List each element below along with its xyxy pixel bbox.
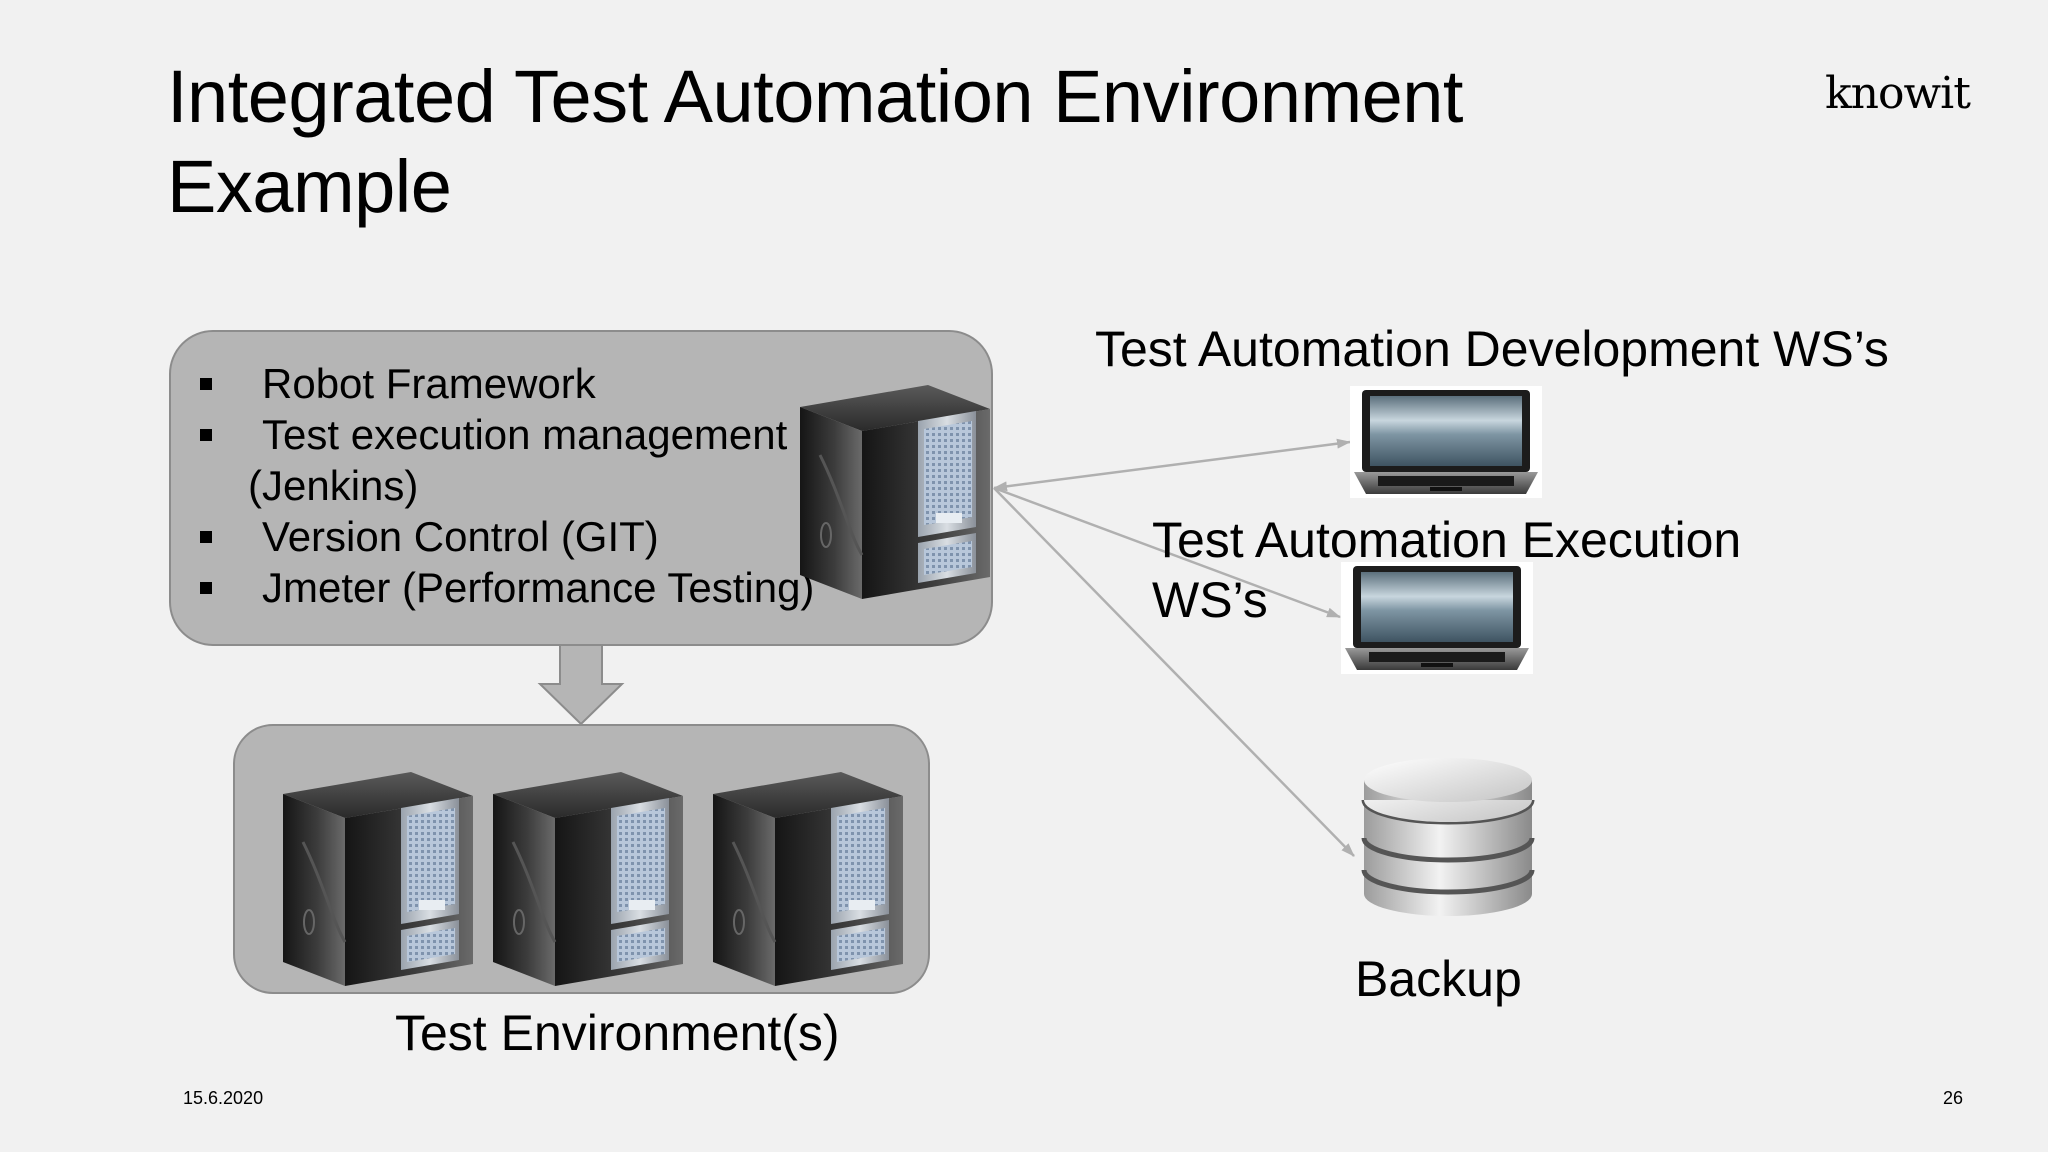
slide-date: 15.6.2020 — [183, 1088, 264, 1108]
slide-title-line1: Integrated Test Automation Environment — [167, 55, 1463, 138]
server-tower-icon — [798, 383, 992, 601]
backup-label: Backup — [1355, 951, 1522, 1007]
bullet-item: Version Control (GIT) — [200, 511, 814, 562]
server-tower-icon — [491, 770, 685, 988]
bullet-item: Robot Framework — [200, 358, 814, 409]
slide-title: Integrated Test Automation Environment E… — [167, 52, 1667, 232]
connector-lines — [993, 438, 1355, 857]
bullet-continuation: (Jenkins) — [248, 462, 419, 509]
test-environment-label: Test Environment(s) — [395, 1005, 840, 1061]
dev-ws-label: Test Automation Development WS’s — [1095, 321, 1889, 377]
down-arrow-icon — [537, 644, 625, 726]
bullet-item: Jmeter (Performance Testing) — [200, 562, 814, 613]
laptop-icon — [1350, 386, 1542, 498]
bullet-text: Robot Framework — [262, 360, 596, 407]
exec-ws-label: Test Automation Execution WS’s — [1152, 510, 1741, 630]
database-icon — [1361, 758, 1535, 916]
exec-ws-label-line2: WS’s — [1152, 572, 1268, 628]
bullet-text: Jmeter (Performance Testing) — [262, 564, 815, 611]
server-tower-icon — [711, 770, 905, 988]
server-tower-icon — [281, 770, 475, 988]
exec-ws-label-line1: Test Automation Execution — [1152, 512, 1742, 568]
bullet-item: Test execution management — [200, 409, 814, 460]
bullet-text: Version Control (GIT) — [262, 513, 659, 560]
slide-title-line2: Example — [167, 145, 452, 228]
server-bullet-list: Robot Framework Test execution managemen… — [200, 358, 814, 613]
knowit-logo: knowit — [1825, 68, 1971, 119]
page-number: 26 — [1943, 1088, 1964, 1108]
bullet-text: Test execution management — [262, 411, 788, 458]
